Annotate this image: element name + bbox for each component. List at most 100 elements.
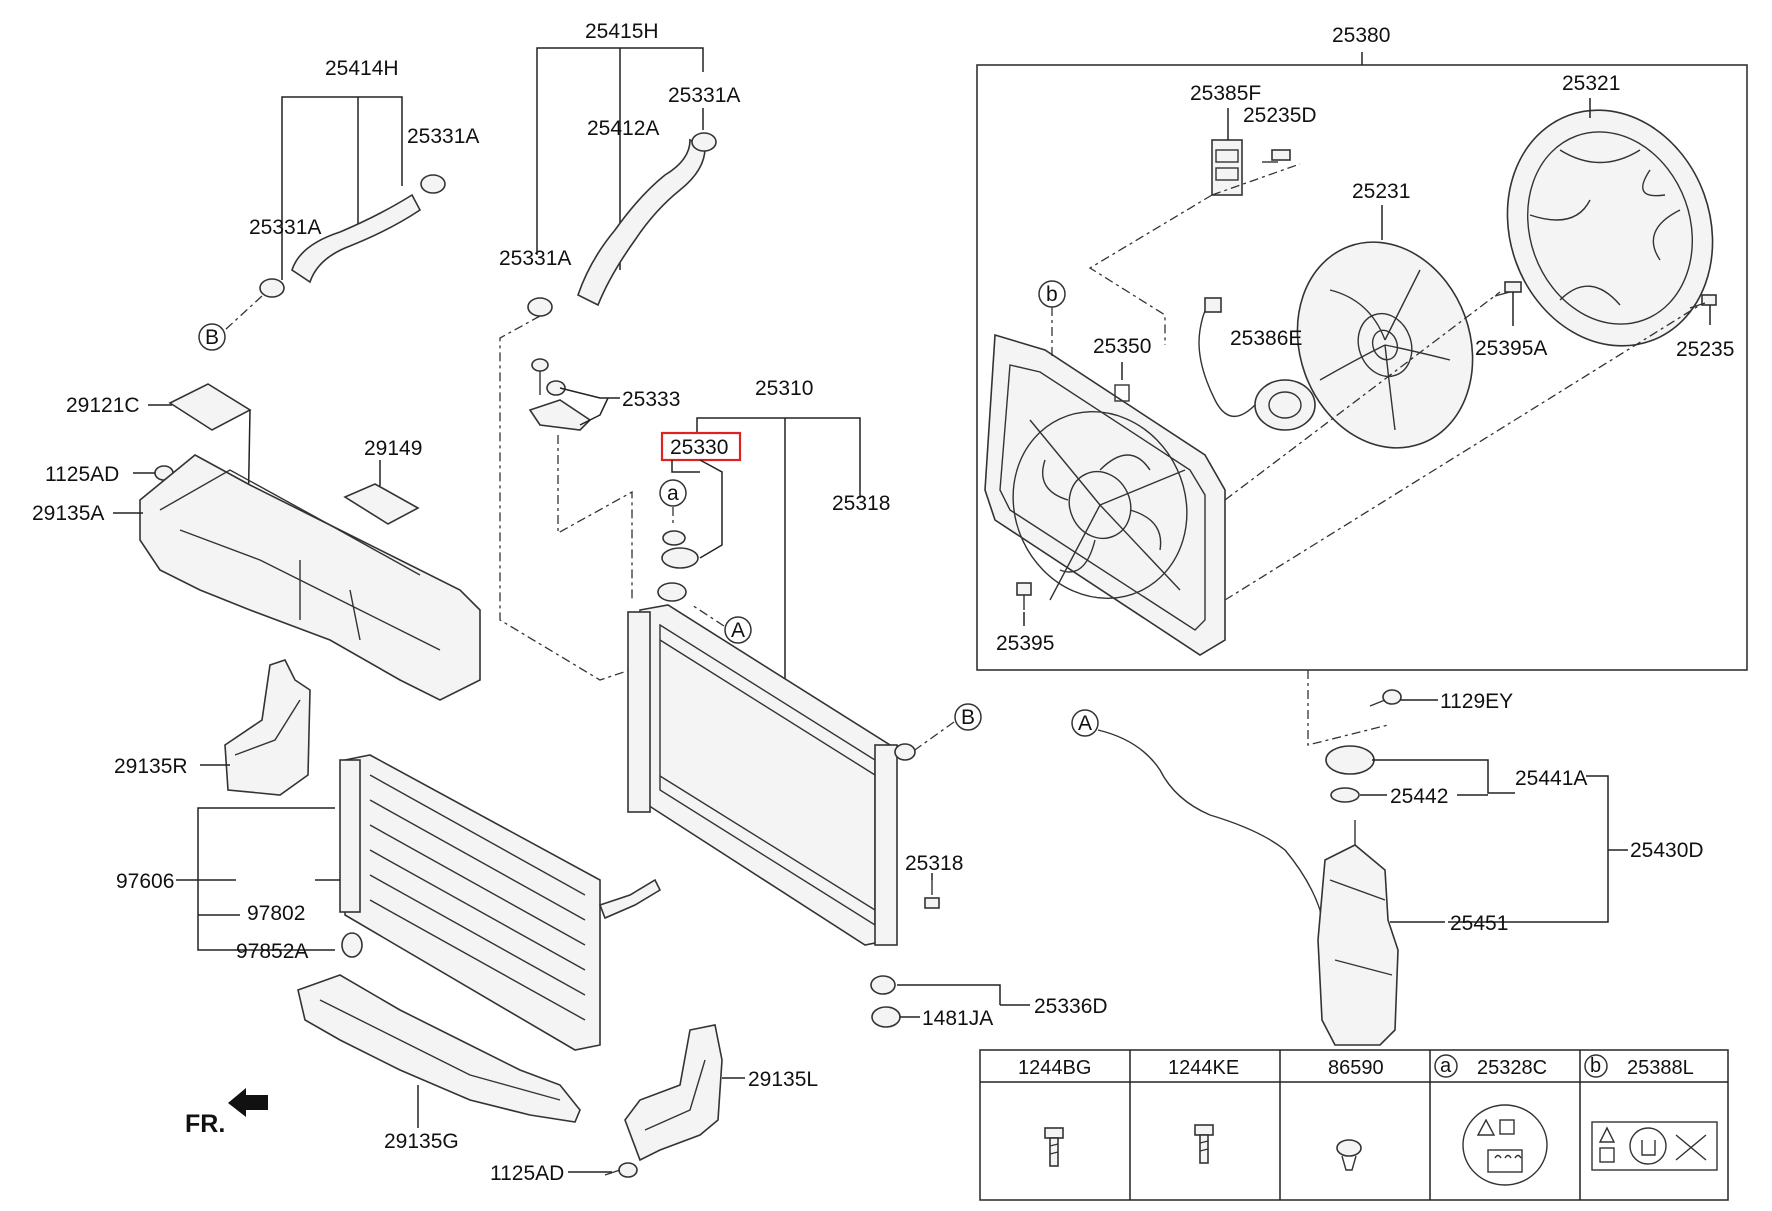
bolt-25395	[1016, 582, 1032, 610]
bracket-25333	[528, 358, 592, 431]
legend-header-86590: 86590	[1328, 1057, 1384, 1079]
bracket-29135L	[624, 1024, 723, 1162]
ref-circle-B-radiator	[954, 703, 982, 731]
callout-25318-bottom: 25318	[905, 852, 963, 875]
callout-29135R: 29135R	[114, 755, 188, 778]
clamp-25331A-top	[691, 132, 717, 152]
direction-indicator: FR.	[185, 1088, 268, 1138]
callout-25430D: 25430D	[1630, 839, 1704, 862]
bolt-1244BG-icon	[1044, 1127, 1064, 1167]
ref-a-cap: a	[667, 482, 679, 505]
callout-25235: 25235	[1676, 338, 1734, 361]
ref-circle-A-reservoir	[1071, 709, 1099, 737]
callout-97802: 97802	[247, 902, 305, 925]
ref-A-reservoir: A	[1078, 712, 1092, 735]
connector-25385F	[1211, 139, 1243, 196]
radiator-cap-25330	[661, 547, 699, 569]
radiator-group: 25310 25318 25330 a A B	[528, 358, 1108, 1030]
callout-25380: 25380	[1332, 24, 1390, 47]
ref-b-fan: b	[1046, 283, 1058, 306]
callout-29135A: 29135A	[32, 502, 104, 525]
ref-A-radiator: A	[731, 619, 745, 642]
callout-29121C: 29121C	[66, 394, 140, 417]
fan-blade-25231	[1296, 241, 1474, 449]
callout-1481JA: 1481JA	[922, 1007, 993, 1030]
cap-seal-25442	[1330, 787, 1360, 803]
clip-86590-icon	[1336, 1139, 1362, 1171]
ac-pipe	[598, 878, 662, 920]
warning-label-25328C-icon	[1462, 1104, 1548, 1186]
receiver-drier-97802	[339, 759, 361, 913]
callout-25395: 25395	[996, 632, 1054, 655]
legend-header-25328C: 25328C	[1477, 1057, 1547, 1079]
hose-25415H-group: 25415H 25331A 25412A 25331A	[499, 20, 740, 681]
bolt-1125AD-bottom	[604, 1162, 638, 1178]
callout-97606: 97606	[116, 870, 174, 893]
reservoir-group: 1129EY A 25442 25441A 25430D 25451	[1071, 670, 1704, 1046]
callout-25331A-clamp-left: 25331A	[249, 216, 321, 239]
fan-shroud-25350	[984, 333, 1226, 656]
callout-1129EY: 1129EY	[1440, 690, 1513, 713]
reservoir-cap	[1325, 745, 1375, 775]
callout-25442: 25442	[1390, 785, 1448, 808]
bolt-1129EY	[1369, 689, 1402, 707]
bolt-25318-bottom	[924, 880, 940, 909]
clamp-25331A-hose	[527, 297, 553, 317]
radiator-outlet	[894, 743, 916, 761]
callout-25331A-clamp-right: 25331A	[407, 125, 479, 148]
ref-circle-A-radiator	[724, 616, 752, 644]
fan-guard-25321	[1506, 109, 1714, 347]
callout-29135L: 29135L	[748, 1068, 818, 1091]
callout-25235D: 25235D	[1243, 104, 1317, 127]
bolt-25235	[1689, 294, 1717, 309]
callout-25318-top: 25318	[832, 492, 890, 515]
gasket-29121C	[168, 383, 252, 431]
legend-header-1244KE: 1244KE	[1168, 1057, 1239, 1079]
upper-shield-group: 29121C 29149 1125AD 29135A	[32, 383, 481, 701]
callout-25412A: 25412A	[587, 117, 659, 140]
callout-25386E: 25386E	[1230, 327, 1302, 350]
filler-neck	[657, 582, 687, 602]
callout-25385F: 25385F	[1190, 82, 1261, 105]
mount-25336D	[870, 975, 896, 995]
callout-25331A-hose: 25331A	[499, 247, 571, 270]
callout-25231: 25231	[1352, 180, 1410, 203]
callout-25414H: 25414H	[325, 57, 399, 80]
callout-25441A: 25441A	[1515, 767, 1587, 790]
callout-25321: 25321	[1562, 72, 1620, 95]
front-arrow-icon	[228, 1088, 268, 1117]
clamp-25331A-left	[259, 278, 285, 298]
bracket-29135L-group: 29135L 1125AD	[490, 1024, 818, 1185]
callout-25451: 25451	[1450, 912, 1508, 935]
callout-29149: 29149	[364, 437, 422, 460]
callout-25350: 25350	[1093, 335, 1151, 358]
cap-seal	[662, 530, 686, 546]
callout-97852A: 97852A	[236, 940, 308, 963]
ref-B-hose: B	[205, 326, 219, 349]
callout-25330: 25330	[670, 436, 728, 459]
condenser-97606	[344, 754, 601, 1051]
callout-1125AD-bottom: 1125AD	[490, 1162, 564, 1185]
callout-25333: 25333	[622, 388, 680, 411]
bracket-29135R	[224, 659, 311, 796]
callout-25310: 25310	[755, 377, 813, 400]
overflow-hose	[1097, 729, 1331, 981]
hose-25412A	[577, 138, 706, 307]
callout-25415H: 25415H	[585, 20, 659, 43]
direction-label: FR.	[185, 1110, 225, 1138]
callout-25395A: 25395A	[1475, 337, 1547, 360]
bolt-25235D	[1262, 149, 1291, 163]
callout-29135G: 29135G	[384, 1130, 459, 1153]
bolt-1244KE-icon	[1194, 1124, 1214, 1164]
warning-label-25388L-icon	[1591, 1121, 1718, 1171]
ref-B-radiator: B	[961, 706, 975, 729]
condenser-group: 97606 97802 97852A	[116, 754, 662, 1051]
bolt-25395A	[1494, 281, 1522, 297]
callout-1125AD-top: 1125AD	[45, 463, 119, 486]
air-guide-group: 29135G	[297, 974, 581, 1153]
clamp-25331A-right	[420, 174, 446, 194]
radiator-25310	[639, 604, 891, 946]
upper-hose-25414H	[291, 193, 422, 284]
legend-ref-b: b	[1590, 1055, 1601, 1077]
